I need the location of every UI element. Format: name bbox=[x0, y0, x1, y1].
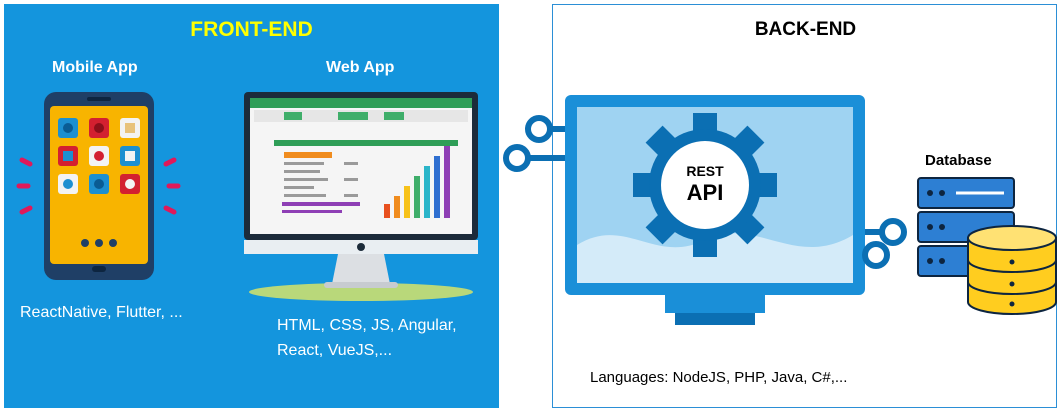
connector-ring-icon bbox=[525, 115, 553, 143]
database-label: Database bbox=[925, 152, 992, 169]
vibration-sparks-icon bbox=[16, 157, 181, 215]
gear-icon bbox=[633, 113, 777, 257]
web-monitor-icon bbox=[244, 92, 478, 301]
connector-ring-icon bbox=[503, 144, 531, 172]
rest-label: REST bbox=[686, 163, 724, 179]
connector-ring-icon bbox=[879, 218, 907, 246]
web-app-title: Web App bbox=[326, 59, 395, 76]
api-label: API bbox=[686, 180, 724, 205]
mobile-tech-list: ReactNative, Flutter, ... bbox=[20, 304, 183, 321]
front-end-title: FRONT-END bbox=[190, 18, 313, 41]
backend-languages: Languages: NodeJS, PHP, Java, C#,... bbox=[590, 369, 848, 386]
connector-ring-icon bbox=[862, 241, 890, 269]
web-tech-line-2: React, VueJS,... bbox=[277, 342, 393, 359]
database-icon bbox=[917, 177, 1057, 315]
bar-chart-icon bbox=[384, 146, 450, 218]
back-end-title: BACK-END bbox=[754, 19, 857, 40]
mobile-phone-icon bbox=[16, 92, 181, 280]
mobile-app-title: Mobile App bbox=[52, 59, 138, 76]
database-cylinder-icon bbox=[967, 225, 1057, 315]
app-icons-grid bbox=[58, 118, 140, 194]
web-tech-line-1: HTML, CSS, JS, Angular, bbox=[277, 317, 457, 334]
